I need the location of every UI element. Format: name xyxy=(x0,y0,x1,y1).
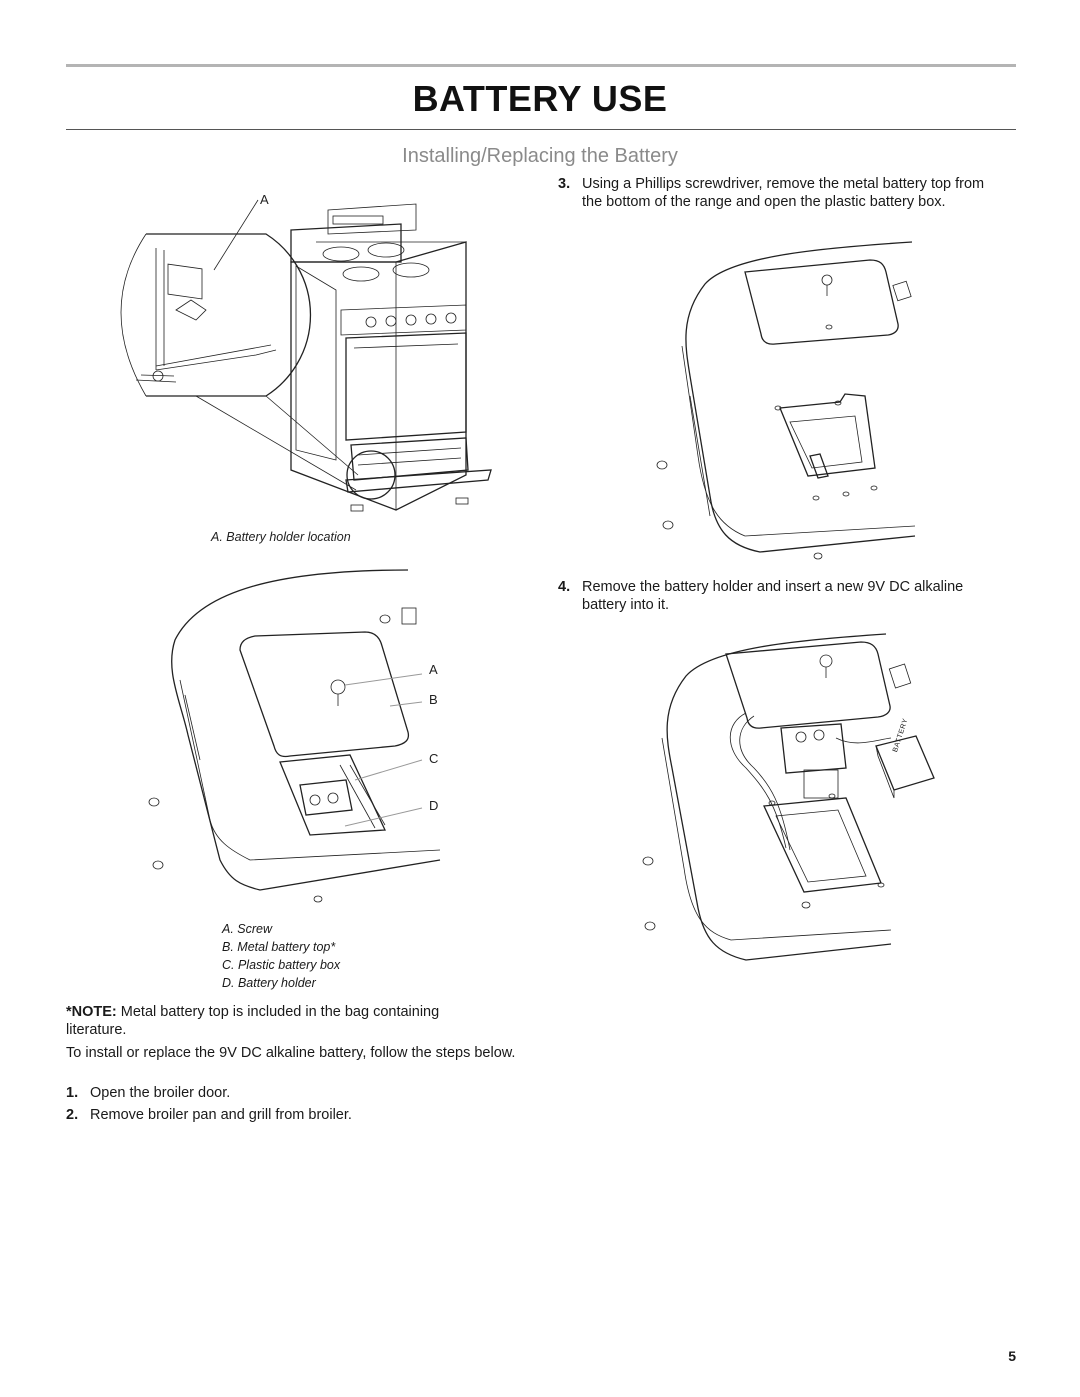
figure-insert-battery: BATTERY xyxy=(636,628,936,973)
callout-b-metal-battery-top: B xyxy=(429,692,438,707)
legend-item-b: B. Metal battery top* xyxy=(222,940,336,954)
step-number: 2. xyxy=(66,1107,79,1123)
step-3: 3. Using a Phillips screwdriver, remove … xyxy=(558,175,998,231)
callout-a-screw: A xyxy=(429,662,438,677)
callout-c-plastic-battery-box: C xyxy=(429,751,439,766)
legend-item-c: C. Plastic battery box xyxy=(222,958,341,972)
step-1: 1. Open the broiler door. xyxy=(66,1084,506,1104)
step-number: 4. xyxy=(558,579,571,595)
note-text: Metal battery top is included in the bag… xyxy=(66,1004,440,1038)
step-2: 2. Remove broiler pan and grill from bro… xyxy=(66,1106,506,1126)
note-marker: *NOTE: xyxy=(66,1004,117,1020)
step-4: 4. Remove the battery holder and insert … xyxy=(558,578,998,616)
step-number: 1. xyxy=(66,1085,79,1101)
step-number: 3. xyxy=(558,176,571,192)
callout-a-battery-holder: A xyxy=(260,192,269,207)
figure-battery-components: A B C D A. Screw B. Metal battery top* C… xyxy=(140,560,460,990)
figure-open-battery-box xyxy=(650,236,930,566)
note-paragraph: *NOTE: Metal battery top is included in … xyxy=(66,1003,496,1039)
step-text: Using a Phillips screwdriver, remove the… xyxy=(582,176,985,210)
legend-item-d: D. Battery holder xyxy=(222,976,316,990)
figure2-legend: A. Screw B. Metal battery top* C. Plasti… xyxy=(222,920,340,992)
section-heading: Installing/Replacing the Battery xyxy=(402,145,678,167)
figure1-caption: A. Battery holder location xyxy=(211,530,351,544)
battery-components-illustration xyxy=(148,569,441,903)
open-battery-box-illustration xyxy=(656,241,916,560)
step-text: Remove the battery holder and insert a n… xyxy=(582,579,964,613)
title-underline xyxy=(66,129,1016,130)
intro-paragraph: To install or replace the 9V DC alkaline… xyxy=(66,1045,516,1061)
step-text: Open the broiler door. xyxy=(90,1085,231,1101)
step-text: Remove broiler pan and grill from broile… xyxy=(90,1107,352,1123)
legend-item-a: A. Screw xyxy=(222,922,273,936)
top-rule xyxy=(66,64,1016,67)
callout-d-battery-holder: D xyxy=(429,798,439,813)
page-title: BATTERY USE xyxy=(412,78,668,119)
page-number: 5 xyxy=(1008,1348,1016,1364)
figure-range-battery-location: A A. Battery holder location xyxy=(96,170,516,550)
insert-battery-illustration xyxy=(642,633,935,961)
range-illustration xyxy=(120,199,492,512)
